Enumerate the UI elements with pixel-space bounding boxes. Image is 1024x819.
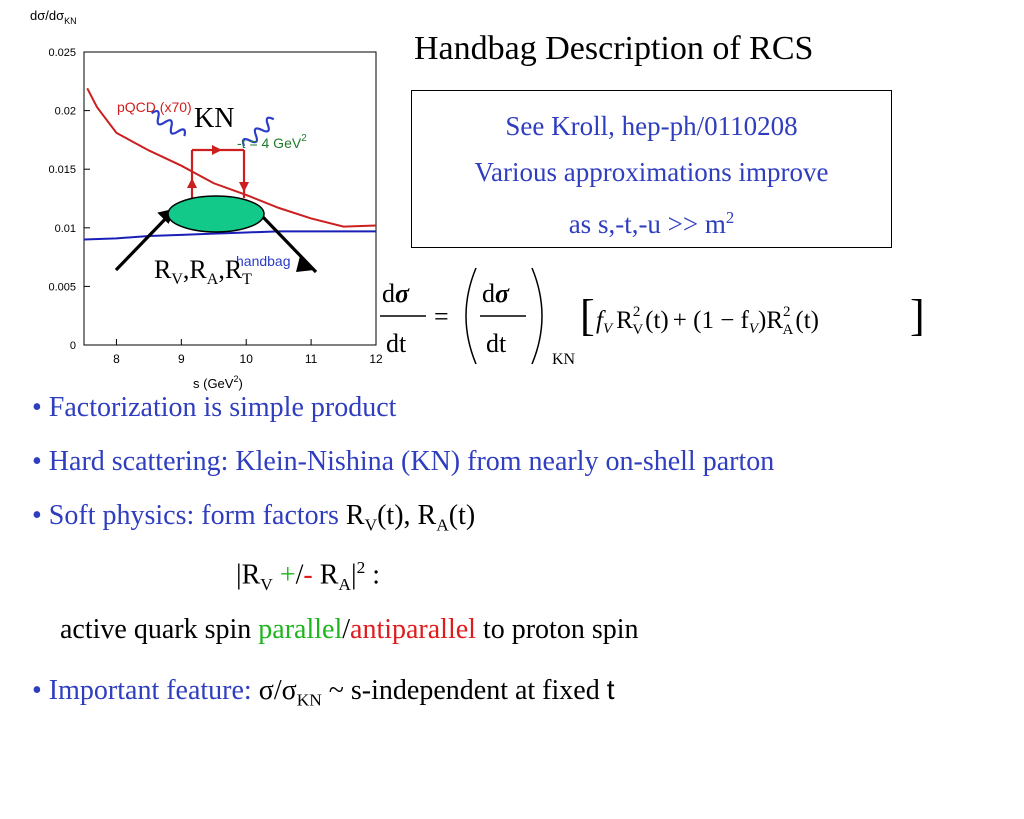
outgoing-proton-line [260, 214, 318, 274]
series-pqcd-line [86, 87, 377, 228]
handbag-annotation: handbag [236, 253, 291, 269]
lhs-denominator: dt [386, 329, 407, 358]
kn-label: KN [194, 103, 234, 134]
bullet-factorization: • Factorization is simple product [32, 392, 397, 423]
rhs-numerator: dσ [482, 279, 510, 308]
y-ticks: 0 0.005 0.01 0.015 0.02 0.025 [48, 47, 90, 352]
bullet-soft-physics: • Soft physics: form factors RV(t), RA(t… [32, 500, 476, 535]
left-bracket: [ [580, 291, 595, 340]
handbag-diagram [114, 109, 318, 274]
arrow-down-icon [239, 182, 249, 192]
reference-line-1: See Kroll, hep-ph/0110208 [505, 111, 798, 141]
right-paren [531, 267, 543, 365]
form-factors-label: RV,RA,RT [154, 255, 252, 288]
right-bracket: ] [910, 291, 925, 340]
y-axis-label: dσ/dσKN [30, 8, 77, 26]
x-tick-label: 11 [305, 352, 318, 366]
handbag-blob [167, 195, 265, 233]
lhs-numerator: dσ [382, 279, 410, 308]
quark-spin-line: active quark spin parallel/antiparallel … [60, 614, 639, 645]
rhs-denominator: dt [486, 329, 507, 358]
reference-line-2: Various approximations improve [474, 157, 829, 187]
x-axis-label: s (GeV2) [193, 374, 243, 391]
y-tick-label: 0.02 [55, 106, 76, 118]
incoming-photon-icon [151, 109, 187, 137]
y-tick-label: 0.025 [48, 47, 76, 59]
bullet-important-feature: • Important feature: σ/σKN ~ s-independe… [32, 674, 615, 710]
kn-subscript: KN [552, 351, 576, 368]
y-tick-label: 0.015 [48, 164, 76, 176]
left-paren [465, 267, 477, 365]
arrow-right-icon [212, 145, 222, 155]
arrow-up-icon [187, 178, 197, 188]
y-tick-label: 0 [70, 340, 76, 352]
incoming-proton-line [114, 210, 174, 272]
reference-line-3: as s,-t,-u >> m2 [568, 208, 735, 239]
series-handbag-line [83, 230, 376, 241]
form-factor-combination: |RV +/- RA|2 : [236, 558, 381, 594]
outgoing-photon-icon [241, 116, 275, 147]
bullet-hard-scattering: • Hard scattering: Klein-Nishina (KN) fr… [32, 446, 775, 477]
x-tick-label: 12 [369, 352, 383, 366]
cross-section-chart: dσ/dσKN 0 0.005 0.01 0.015 0.02 0.025 8 9 10 11 1… [30, 8, 383, 391]
reference-box: See Kroll, hep-ph/0110208 Various approx… [411, 90, 892, 248]
x-ticks: 8 9 10 11 12 [113, 339, 383, 366]
plot-frame [83, 51, 377, 346]
y-tick-label: 0.005 [48, 281, 76, 293]
proton-arrow-out-icon [296, 256, 314, 272]
x-tick-label: 10 [240, 352, 254, 366]
y-tick-label: 0.01 [55, 223, 76, 235]
slide-title: Handbag Description of RCS [414, 30, 814, 67]
t-annotation: -t = 4 GeV2 [237, 133, 307, 151]
equals-sign: = [434, 302, 449, 331]
x-tick-label: 9 [178, 352, 185, 366]
pqcd-annotation: pQCD (x70) [117, 99, 192, 115]
x-tick-label: 8 [113, 352, 120, 366]
